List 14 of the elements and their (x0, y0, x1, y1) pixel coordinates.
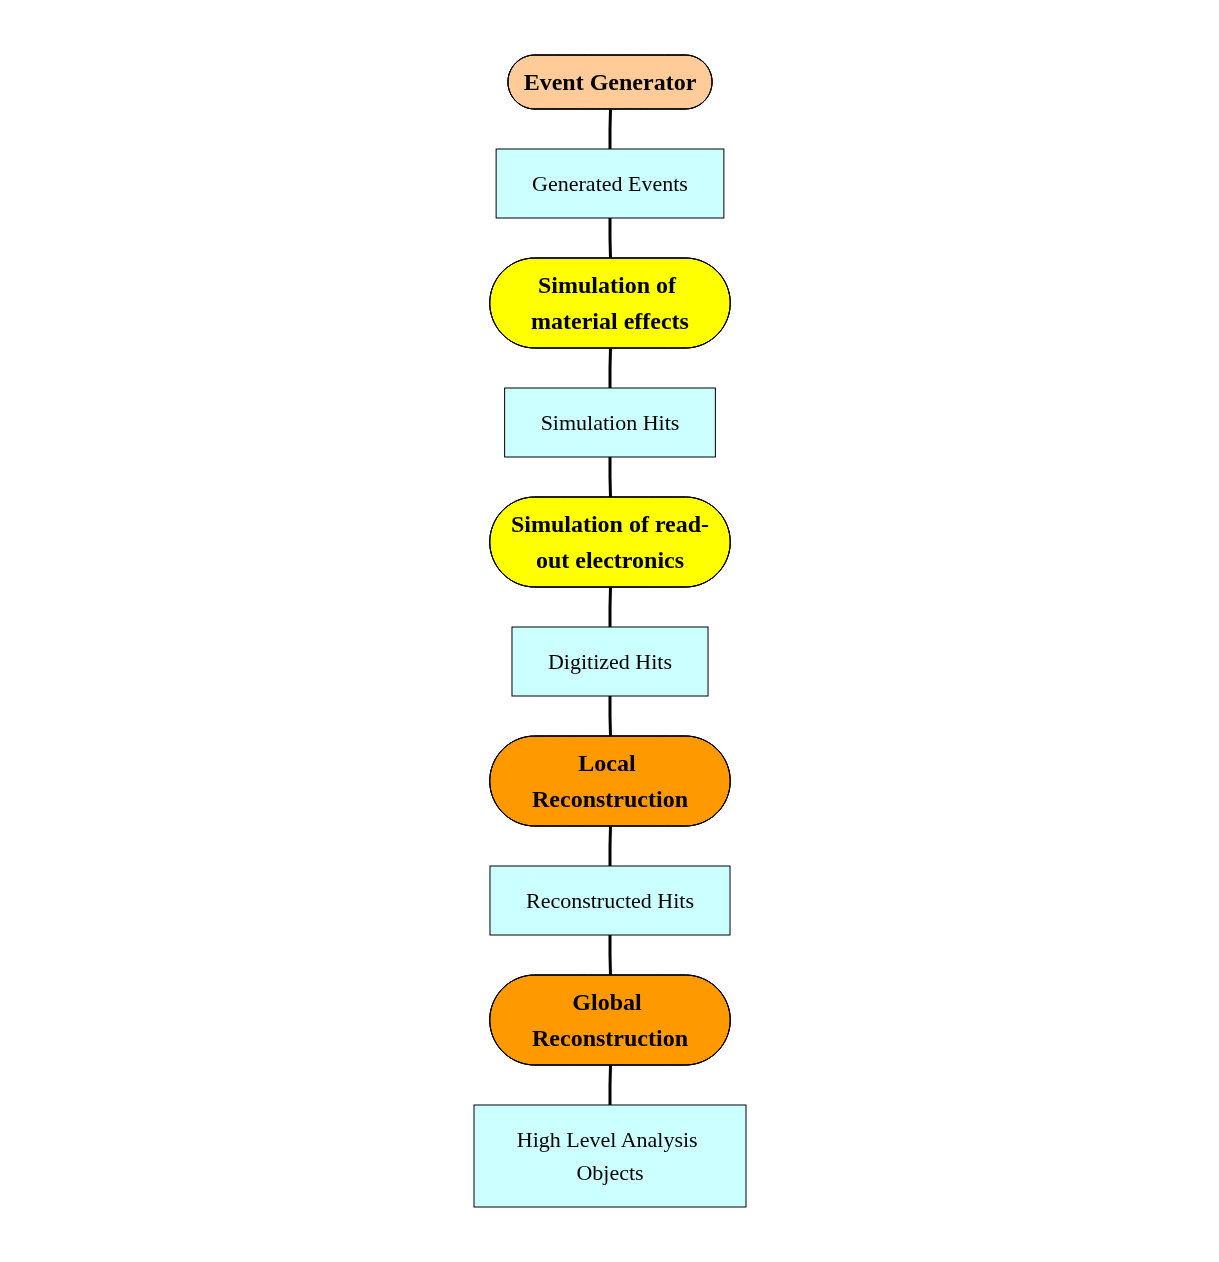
connector (608, 109, 612, 149)
node-box: Reconstructed Hits (489, 865, 730, 936)
connector (608, 457, 612, 498)
connector (608, 348, 612, 388)
node-box: Simulation Hits (503, 387, 716, 458)
connector (608, 935, 612, 976)
node-box: High Level Analysis Objects (473, 1104, 746, 1208)
connector (608, 218, 612, 259)
node-box: Digitized Hits (511, 626, 708, 697)
node-box: Generated Events (495, 148, 724, 219)
connector (608, 1065, 612, 1105)
connector (608, 826, 612, 866)
connector (608, 587, 612, 627)
connector (608, 696, 612, 737)
